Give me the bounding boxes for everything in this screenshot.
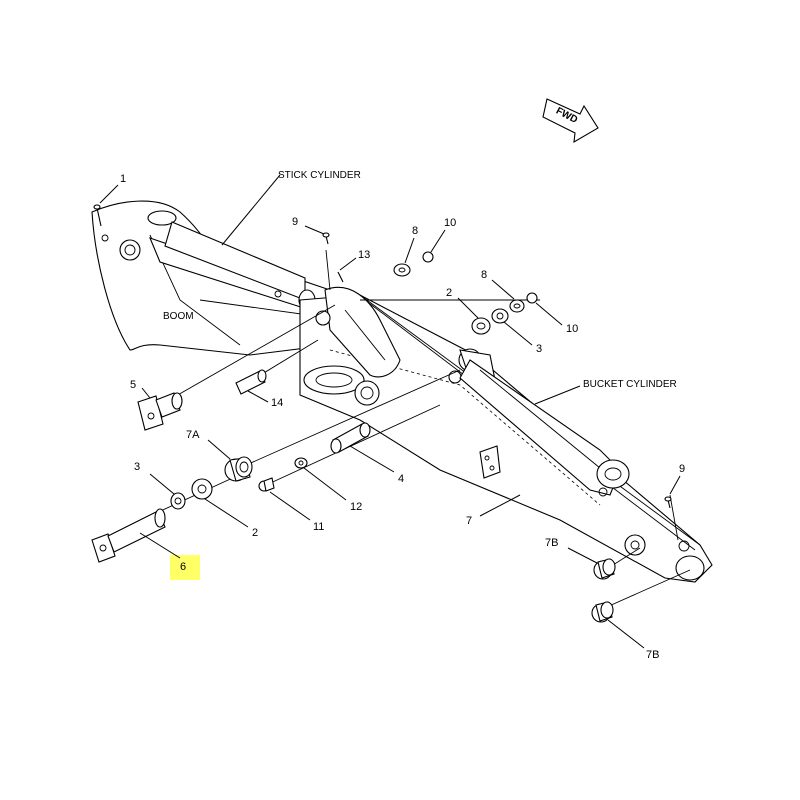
- part-10-ring-top: 10: [422, 217, 456, 263]
- part-11: 11: [258, 477, 324, 533]
- part-9-bolt-right: 9: [664, 463, 685, 509]
- callout-10-top: 10: [444, 217, 456, 229]
- callout-2-left: 2: [252, 527, 258, 539]
- stick-cylinder-label: STICK CYLINDER: [278, 170, 361, 181]
- callout-1: 1: [120, 173, 126, 185]
- fwd-arrow: FWD: [542, 98, 599, 144]
- callout-9-top: 9: [292, 216, 298, 228]
- callout-7A: 7A: [186, 429, 200, 441]
- callout-8-right: 8: [481, 269, 487, 281]
- callout-5: 5: [130, 379, 136, 391]
- callout-7B-lower: 7B: [646, 649, 659, 661]
- callout-7B-middle: 7B: [545, 537, 558, 549]
- callout-4: 4: [398, 473, 404, 485]
- callout-13: 13: [358, 249, 370, 261]
- callout-11: 11: [313, 521, 324, 533]
- callout-6: 6: [180, 561, 186, 573]
- part-5-pin: 5: [130, 379, 183, 431]
- callout-2-right: 2: [446, 287, 452, 299]
- washer-stack-right: 2 3 8 10: [446, 269, 578, 355]
- part-6-pin: 6: [91, 508, 186, 573]
- callout-8-top: 8: [412, 225, 418, 237]
- callout-14: 14: [271, 397, 283, 409]
- callout-3-left: 3: [134, 461, 140, 473]
- bucket-cylinder-label: BUCKET CYLINDER: [583, 379, 677, 390]
- callout-6-highlight: [170, 555, 200, 580]
- part-13: 13: [337, 249, 370, 283]
- part-7B-bushing-lower: 7B: [591, 601, 659, 661]
- part-8-washer-top: 8: [393, 225, 418, 277]
- part-1-bolt: 1: [93, 173, 126, 227]
- callout-3-right: 3: [536, 343, 542, 355]
- part-12-washer: 12: [294, 457, 362, 513]
- callout-10-right: 10: [566, 323, 578, 335]
- part-9-bolt-top: 9: [292, 216, 330, 245]
- callout-9-right: 9: [679, 463, 685, 475]
- callout-12: 12: [350, 501, 362, 513]
- part-14-sleeve: 14: [235, 369, 283, 409]
- part-7A-bushing: 7A: [186, 429, 253, 482]
- callout-7: 7: [466, 515, 472, 527]
- part-4-pin: 4: [330, 422, 404, 485]
- part-7B-bushing-middle: 7B: [545, 537, 616, 580]
- part-2-washer-left: 2: [191, 478, 258, 539]
- part-7-plate: 7: [466, 445, 521, 527]
- part-3-washer-left: 3: [134, 461, 186, 510]
- boom-label: BOOM: [163, 311, 194, 322]
- bucket-cylinder: BUCKET CYLINDER: [459, 359, 677, 497]
